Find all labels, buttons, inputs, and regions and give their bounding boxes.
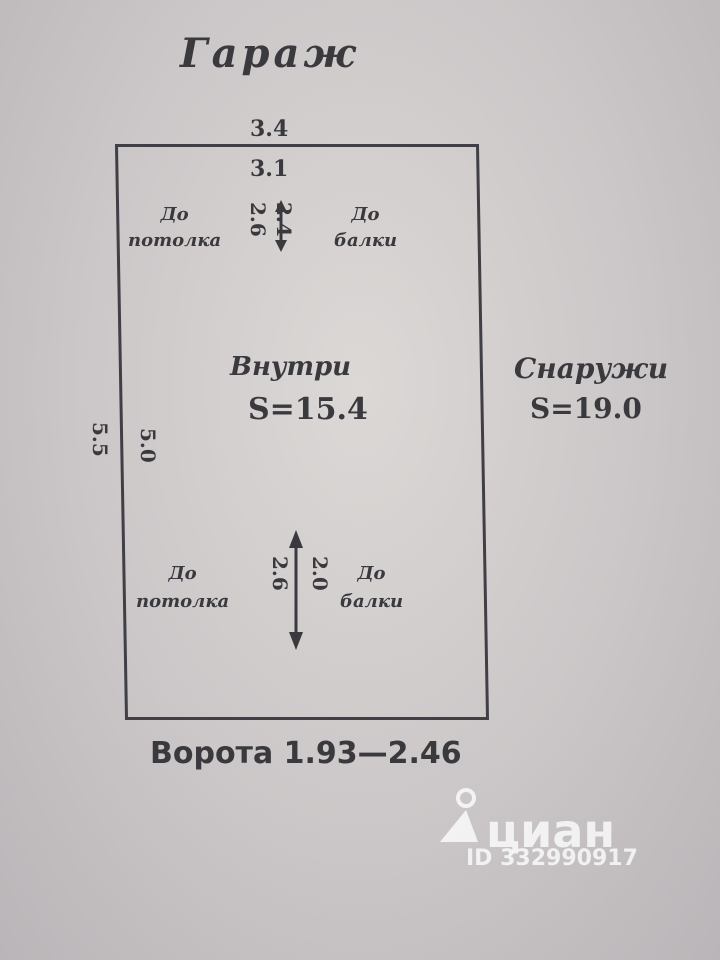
gates-dimensions: Ворота 1.93—2.46 — [150, 736, 462, 771]
watermark-listing-id: ID 332990917 — [466, 846, 638, 871]
bottom-left-ceiling-label: До потолка — [136, 563, 230, 612]
plan-title: Гараж — [180, 30, 360, 77]
inside-label: Внутри — [230, 352, 352, 382]
inside-area-value: S=15.4 — [248, 392, 368, 427]
outer-width-label: 3.4 — [250, 116, 289, 142]
outside-label: Снаружи — [514, 352, 669, 385]
location-pin-icon — [440, 788, 478, 842]
top-right-beam-label: До балки — [334, 204, 398, 251]
watermark-brand: циан — [486, 804, 616, 858]
inner-width-label: 3.1 — [250, 156, 289, 182]
outside-area-value: S=19.0 — [530, 392, 642, 425]
bottom-right-beam-label: До балки — [340, 563, 404, 612]
top-left-ceiling-label: До потолка — [128, 204, 222, 251]
